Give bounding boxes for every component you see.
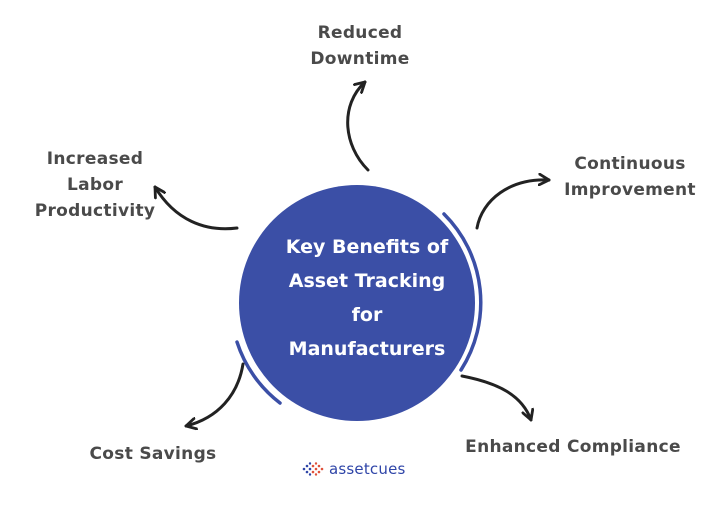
benefit-labor-productivity: Increased Labor Productivity [34, 149, 156, 221]
benefit-cost-savings: Cost Savings [89, 444, 217, 464]
center-title: Key Benefits of Asset Tracking for Manuf… [285, 236, 449, 360]
arrow-to-reduced-downtime [346, 80, 370, 172]
brand-name: assetcues [329, 460, 406, 478]
brand-logo: assetcues [302, 458, 406, 480]
benefit-reduced-downtime: Reduced Downtime [310, 23, 410, 69]
benefit-continuous-improvement: Continuous Improvement [564, 154, 696, 200]
outer-ring-arc-right [442, 212, 483, 372]
outer-ring-arc-left [235, 340, 282, 405]
arrow-to-cost-savings [184, 362, 245, 426]
center-circle [239, 185, 475, 421]
dotted-logo-icon [302, 462, 324, 476]
arrow-to-continuous-improvement [475, 180, 551, 230]
arrow-to-labor-productivity [153, 185, 239, 231]
benefit-enhanced-compliance: Enhanced Compliance [465, 437, 681, 457]
arrow-to-enhanced-compliance [460, 374, 531, 422]
